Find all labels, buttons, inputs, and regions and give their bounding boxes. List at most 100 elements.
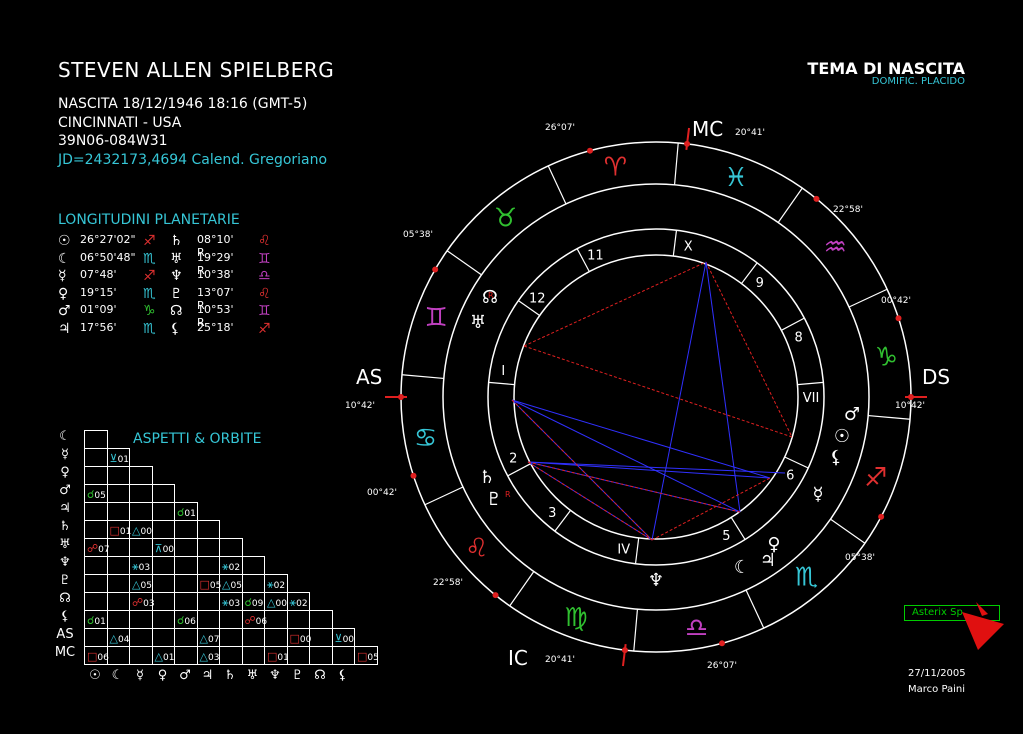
red-arrow-icon — [962, 602, 1004, 650]
aspect-mark: ⚹02 — [267, 578, 286, 591]
aspect-cell — [106, 502, 130, 521]
aspect-col-label: ☉ — [89, 668, 101, 683]
planet-position: 08°10' R — [197, 233, 234, 259]
aspect-cell — [151, 628, 175, 647]
aspect-mark: □05 — [357, 650, 379, 663]
aspect-col-label: ⚸ — [337, 668, 348, 683]
sign-divider — [830, 518, 866, 544]
zodiac-sign-icon: ♎ — [685, 613, 708, 643]
aspect-cell — [84, 592, 108, 611]
planet-glyph-icon: ☉ — [58, 233, 71, 249]
retrograde-mark: R — [488, 291, 494, 300]
aspect-mark: ⊼00 — [154, 542, 175, 555]
aspect-col-label: ☾ — [111, 668, 124, 683]
sign-glyph-icon: ♊ — [258, 250, 271, 267]
house-cusp — [554, 510, 572, 532]
house-number: 5 — [722, 529, 730, 544]
aspect-cell — [354, 646, 378, 665]
aspect-cell — [219, 628, 243, 647]
sign-glyph-icon: ♐ — [143, 268, 156, 284]
aspect-cell — [286, 646, 310, 665]
angle-label-as: AS — [356, 365, 382, 389]
aspect-cell — [309, 646, 333, 665]
house-cusp — [781, 317, 805, 331]
planet-position: 19°15' — [80, 285, 117, 299]
planet-glyph-icon: ☊ — [170, 303, 183, 319]
aspect-mark: ⚹02 — [222, 560, 241, 573]
aspect-col-label: ♀ — [157, 668, 168, 683]
aspect-line — [527, 461, 771, 479]
aspect-col-label: ♅ — [246, 668, 259, 683]
asterix-badge[interactable]: Asterix Sp — [904, 605, 1000, 621]
aspect-line — [523, 261, 707, 347]
planet-position: 01°09' — [80, 303, 117, 316]
cusp-degree: 20°41' — [735, 128, 765, 138]
house-number: IV — [617, 543, 630, 558]
aspect-cell — [151, 592, 175, 611]
sign-divider — [509, 571, 535, 607]
aspect-cell — [129, 538, 153, 557]
sign-glyph-icon: ♑ — [143, 303, 156, 319]
aspect-cell — [151, 484, 175, 503]
aspect-col-label: ♃ — [201, 668, 214, 683]
aspect-cell — [106, 646, 130, 665]
aspect-cell — [151, 556, 175, 575]
sign-divider — [446, 250, 482, 276]
sign-divider — [547, 165, 567, 205]
zodiac-sign-icon: ♐ — [864, 463, 887, 493]
wheel-planet-icon: ♄ — [479, 467, 495, 488]
house-system: DOMIFIC. PLACIDO — [871, 76, 965, 87]
house-number: 11 — [587, 248, 604, 263]
aspect-col-label: ♂ — [179, 668, 191, 683]
cusp-degree: 20°41' — [545, 655, 575, 665]
planet-position: 10°38' — [197, 268, 234, 281]
house-cusp — [730, 517, 746, 540]
aspect-cell — [106, 610, 130, 629]
planet-glyph-icon: ♂ — [58, 303, 71, 319]
planet-glyph-icon: ♃ — [58, 320, 71, 337]
aspect-cell — [331, 646, 355, 665]
aspect-cell — [84, 628, 108, 647]
aspect-mark: ☍07 — [87, 542, 110, 555]
sign-glyph-icon: ♌ — [258, 233, 271, 249]
planet-position: 17°56' — [80, 320, 117, 334]
cusp-marker — [684, 140, 691, 147]
cusp-marker — [410, 472, 417, 479]
aspect-cell — [106, 592, 130, 611]
zodiac-sign-icon: ♈ — [604, 153, 627, 183]
wheel-planet-icon: ♂ — [844, 404, 860, 425]
theme-title: TEMA DI NASCITA — [807, 59, 965, 78]
aspect-row-label: MC — [54, 645, 76, 660]
aspect-line — [511, 399, 771, 479]
aspect-cell — [309, 610, 333, 629]
wheel-planet-icon: ☾ — [734, 557, 750, 578]
house-cusp — [576, 248, 590, 272]
aspect-mark: ⊻00 — [334, 632, 355, 645]
cusp-marker — [878, 513, 885, 520]
zodiac-sign-icon: ♓ — [724, 163, 747, 193]
aspect-row-label: ♂ — [59, 483, 71, 498]
aspect-cell — [241, 574, 265, 593]
outer-ring — [400, 141, 912, 653]
aspect-cell — [286, 610, 310, 629]
cusp-marker — [718, 640, 725, 647]
sign-glyph-icon: ♏ — [143, 285, 156, 302]
house-cusp — [740, 262, 758, 284]
sign-glyph-icon: ♎ — [258, 268, 271, 284]
planet-position: 13°07' R — [197, 285, 234, 312]
sign-divider — [777, 187, 803, 223]
aspect-cell — [106, 538, 130, 557]
aspect-row-label: ♆ — [59, 555, 71, 570]
aspect-row-label: ☾ — [59, 429, 71, 444]
subject-name: STEVEN ALLEN SPIELBERG — [58, 58, 335, 82]
aspect-cell — [241, 556, 265, 575]
aspect-row-label: ☿ — [61, 447, 69, 462]
sign-glyph-icon: ♊ — [258, 303, 271, 319]
house-number: 3 — [548, 506, 556, 521]
planet-position: 25°18' — [197, 320, 234, 334]
cusp-marker — [492, 592, 499, 599]
birth-place: CINCINNATI - USA — [58, 115, 182, 131]
aspect-cell — [196, 538, 220, 557]
angle-label-ds: DS — [922, 365, 950, 389]
aspect-cell — [151, 502, 175, 521]
